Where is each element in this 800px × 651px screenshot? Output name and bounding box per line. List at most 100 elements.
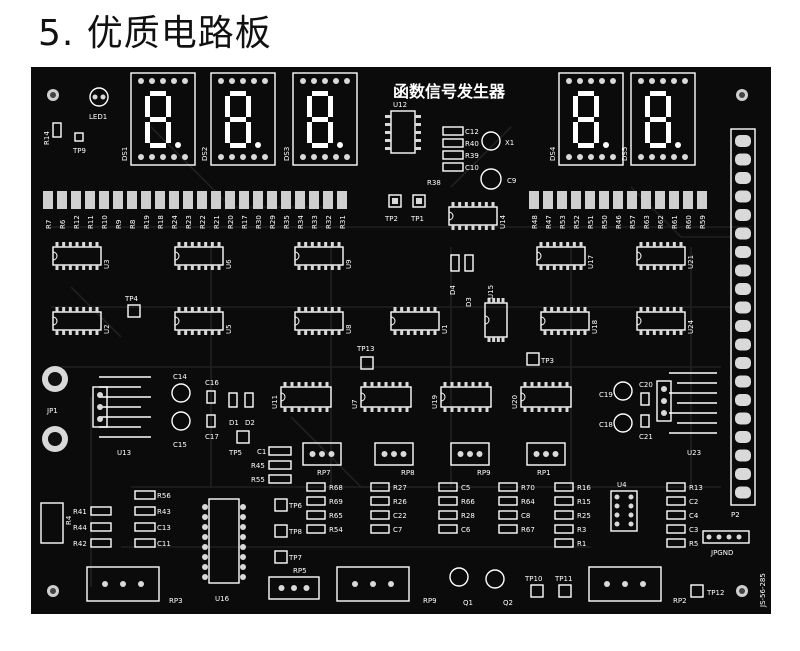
resistor-pad: [169, 191, 179, 209]
potentiometer: RP5: [268, 567, 320, 600]
chip-label: U9: [345, 259, 353, 269]
resistor-pad: [309, 191, 319, 209]
d3-label: D3: [465, 297, 473, 307]
part-label: C10: [465, 164, 479, 172]
mounting-holes: [47, 89, 748, 597]
smd-part: [306, 496, 326, 506]
part-label: C2: [689, 498, 698, 506]
part-label: R1: [577, 540, 586, 548]
header-pin: [735, 394, 751, 406]
resistor-pad: [267, 191, 277, 209]
smd-part: [554, 538, 574, 548]
smd-part: [438, 496, 458, 506]
smd-part: [306, 524, 326, 534]
part-label: R16: [577, 484, 591, 492]
resistor-label: R32: [325, 215, 333, 229]
c21-label: C21: [639, 433, 653, 441]
display-ds5: DS5: [621, 72, 696, 166]
part-label: R43: [157, 508, 171, 516]
resistor-pad: [155, 191, 165, 209]
smd-part: [370, 524, 390, 534]
smd-part: [306, 510, 326, 520]
part-label: R3: [577, 526, 586, 534]
part-label: R70: [521, 484, 535, 492]
d2-label: D2: [245, 419, 255, 427]
resistor-pad: [253, 191, 263, 209]
u23-label: U23: [687, 449, 701, 457]
display-ds3: DS3: [283, 72, 358, 166]
display-label: DS1: [121, 147, 129, 161]
ic-chip: U6: [174, 242, 233, 270]
resistor-pad: [281, 191, 291, 209]
resistor-label: R60: [685, 215, 693, 229]
ic-chip: U20: [511, 382, 572, 412]
display-ds2: DS2: [201, 72, 276, 166]
smd-part: [498, 496, 518, 506]
header-pin: [735, 412, 751, 425]
resistor-label: R17: [241, 215, 249, 229]
ic-chip: U18: [540, 307, 599, 335]
header-pin: [735, 283, 751, 295]
u13-label: U13: [117, 449, 131, 457]
part-label: C4: [689, 512, 699, 520]
part-label: R54: [329, 526, 343, 534]
resistor-label: R52: [573, 215, 581, 229]
header-pin: [735, 135, 751, 147]
part-label: R26: [393, 498, 407, 506]
smd-part: [306, 482, 326, 492]
chip-label: U1: [441, 324, 449, 334]
resistor-label: R23: [185, 215, 193, 229]
potentiometer: RP7: [302, 442, 342, 477]
c17-label: C17: [205, 433, 219, 441]
pot-label: RP9: [423, 597, 437, 605]
smd-c1-r45-r55: C1 R45 R55: [251, 446, 292, 484]
header-pin: [735, 357, 751, 369]
resistor-label: R12: [73, 215, 81, 229]
resistor-pad: [683, 191, 693, 209]
u16-label: U16: [215, 595, 230, 603]
c15-label: C15: [173, 441, 187, 449]
q1-label: Q1: [463, 599, 473, 607]
ic-chip: U1: [390, 307, 449, 335]
resistor-pad: [141, 191, 151, 209]
header-pin: [735, 264, 751, 277]
d4-label: D4: [449, 285, 457, 295]
pot-label: RP7: [317, 469, 331, 477]
tp7-label: TP7: [288, 554, 302, 562]
chip-label: U19: [431, 395, 439, 409]
resistor-label: R57: [629, 215, 637, 229]
chip-label: U5: [225, 324, 233, 334]
smd-part: [442, 138, 464, 148]
potentiometer: RP2: [588, 566, 687, 605]
c18-label: C18: [599, 421, 613, 429]
resistor-pad: [127, 191, 137, 209]
display-label: DS5: [621, 147, 629, 161]
resistor-label: R59: [699, 215, 707, 229]
resistor-pad: [697, 191, 707, 209]
chip-label: U6: [225, 259, 233, 269]
resistor-pad: [655, 191, 665, 209]
smd-part: [438, 482, 458, 492]
pot-label: RP9: [477, 469, 491, 477]
display-label: DS3: [283, 147, 291, 161]
resistor-pad: [323, 191, 333, 209]
r55-label: R55: [251, 476, 265, 484]
ic-chip: U2: [52, 307, 111, 335]
smd-part: [554, 510, 574, 520]
resistor-label: R19: [143, 215, 151, 229]
resistor-pad: [239, 191, 249, 209]
header-pin: [735, 190, 751, 203]
part-label: R40: [465, 140, 479, 148]
page-heading: 5. 优质电路板: [38, 13, 272, 54]
part-label: C6: [461, 526, 471, 534]
resistor-label: R29: [269, 215, 277, 229]
pot-label: RP8: [401, 469, 415, 477]
resistor-pad: [529, 191, 539, 209]
part-label: C3: [689, 526, 698, 534]
smd-part: [370, 510, 390, 520]
c16-label: C16: [205, 379, 219, 387]
smd-part: [666, 482, 686, 492]
smd-columns: R68R69R65R54R27R26C22C7C5R66R28C6R70R64C…: [306, 482, 703, 548]
